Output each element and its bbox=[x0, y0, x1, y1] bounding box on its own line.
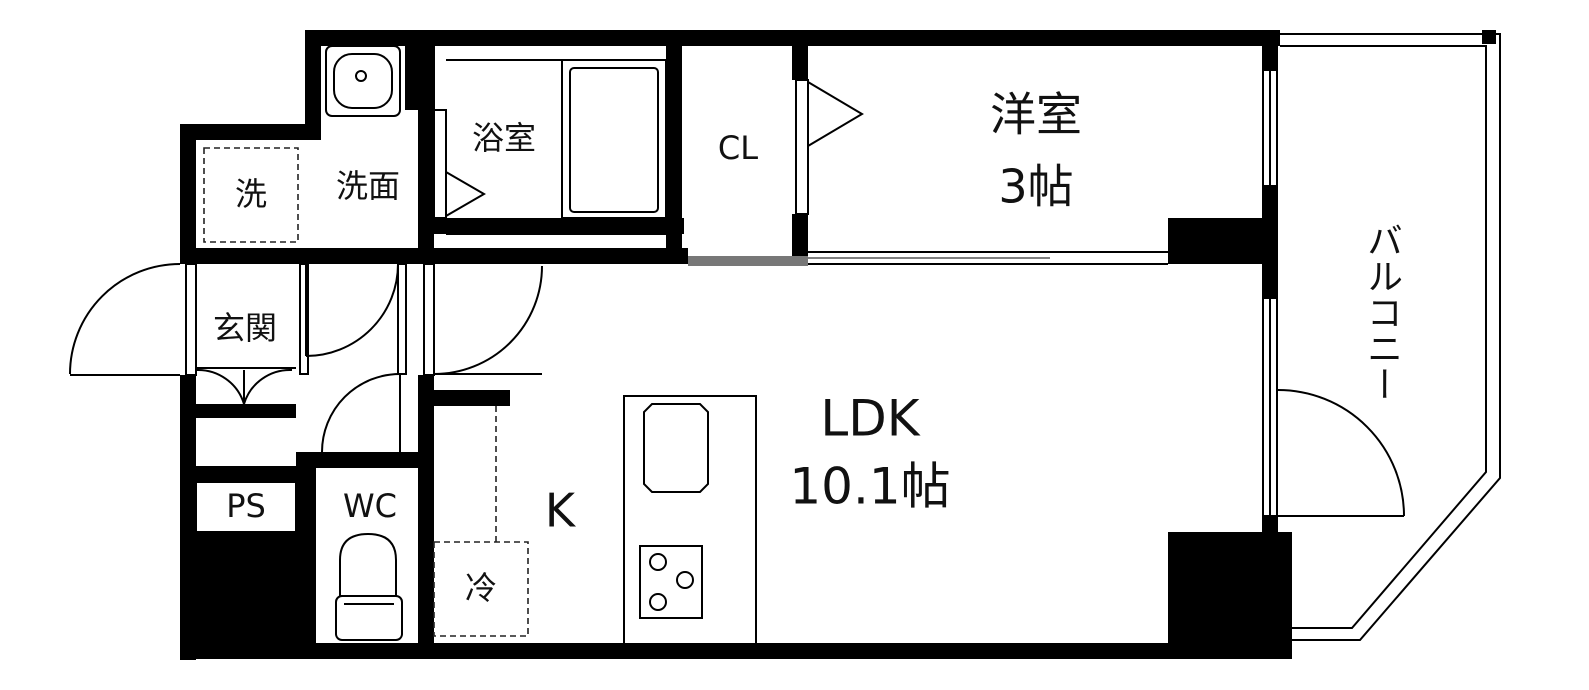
washroom-label: 洗面 bbox=[336, 167, 400, 205]
pipe-space bbox=[195, 481, 297, 533]
fridge-space bbox=[433, 406, 529, 637]
kitchen-label: K bbox=[545, 484, 577, 538]
balcony-label: バルコニー bbox=[1361, 222, 1402, 402]
windows bbox=[1177, 69, 1278, 517]
bathtub bbox=[446, 59, 667, 235]
sliding-door bbox=[688, 251, 1168, 266]
pipe-space-label: PS bbox=[226, 487, 266, 525]
washroom-door bbox=[299, 263, 407, 375]
western-room-size: 3帖 bbox=[998, 160, 1073, 214]
ldk-door bbox=[423, 263, 543, 376]
balcony bbox=[1280, 30, 1501, 641]
kitchen-counter bbox=[623, 395, 757, 645]
entrance-door bbox=[69, 263, 197, 376]
washer-label: 洗 bbox=[235, 175, 267, 213]
toilet-door bbox=[321, 373, 401, 453]
toilet bbox=[335, 532, 403, 641]
closet-label: CL bbox=[718, 129, 758, 167]
entrance-label: 玄関 bbox=[213, 309, 277, 347]
fridge-label: 冷 bbox=[465, 569, 497, 607]
sink bbox=[325, 45, 401, 117]
bath-label: 浴室 bbox=[472, 119, 536, 157]
interior-walls bbox=[180, 40, 1278, 659]
balcony-door bbox=[1277, 389, 1405, 517]
western-room-name: 洋室 bbox=[990, 88, 1082, 142]
shoe-cabinet-doors bbox=[195, 367, 296, 405]
exterior-walls bbox=[180, 30, 1292, 660]
door-marks bbox=[433, 79, 864, 219]
washer-space bbox=[203, 147, 299, 243]
ldk-size: 10.1帖 bbox=[789, 458, 950, 516]
toilet-label: WC bbox=[343, 487, 397, 525]
ldk-name: LDK bbox=[820, 390, 920, 448]
